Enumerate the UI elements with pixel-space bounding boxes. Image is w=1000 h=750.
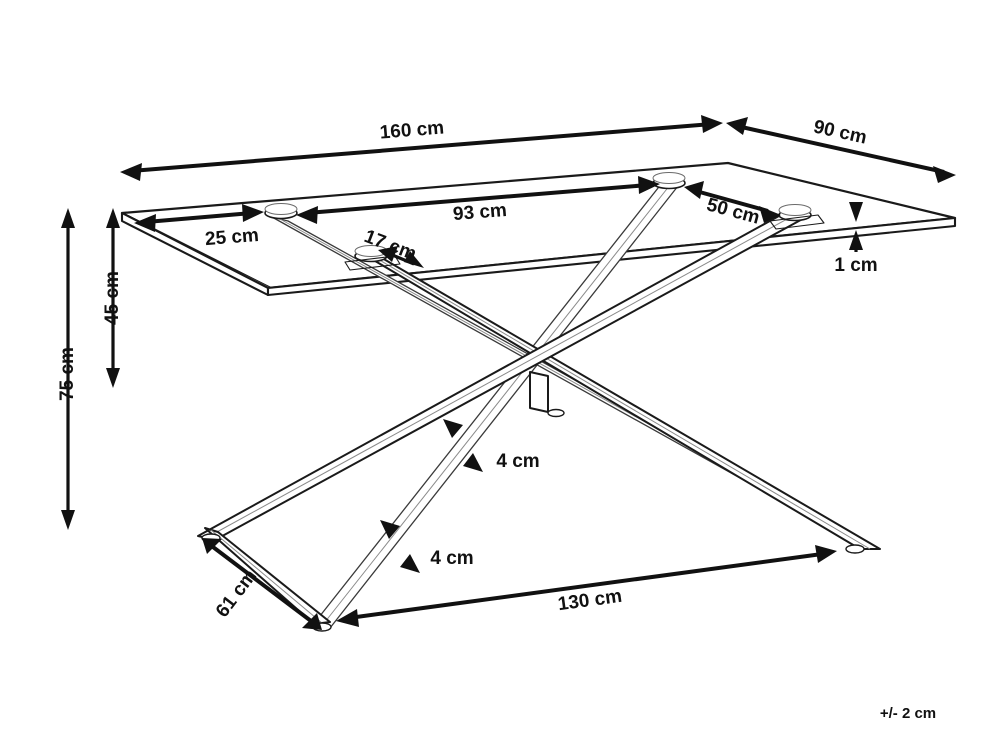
arrow-head-diag-upper	[684, 181, 704, 199]
arrow-head-upper-left	[726, 117, 748, 135]
arrow-head-short-left	[378, 246, 398, 262]
dimension-top-thickness: 1 cm	[834, 202, 878, 276]
label-top-thickness: 1 cm	[834, 255, 877, 276]
leg-crease-bottom-left	[210, 529, 323, 624]
arrow-head-75-down	[61, 510, 75, 530]
arrow-head-right	[701, 115, 723, 133]
tolerance-note: +/- 2 cm	[880, 705, 936, 722]
arrow-head-61-upper	[202, 538, 222, 554]
label-mount-span-long: 93 cm	[452, 200, 507, 225]
dimension-mount-span-long: 93 cm	[296, 176, 660, 225]
mount-plate-front-left	[344, 255, 401, 271]
arrow-head-short-right	[404, 251, 424, 268]
arrow-head-diag-lower	[759, 206, 781, 223]
label-top-length: 160 cm	[379, 117, 445, 143]
foot-pad-right	[845, 544, 865, 554]
mount-disc-front-right	[778, 204, 812, 222]
dimension-leg-width-upper: 4 cm	[443, 419, 540, 472]
foot-pad-center-rear	[547, 408, 565, 418]
arrow-head-thickness-down	[849, 202, 863, 222]
arrow-head-130-left	[336, 609, 359, 627]
leg-crease-front-1	[370, 254, 871, 550]
label-clearance-height: 45 cm	[102, 271, 123, 325]
arrow-head-span-right	[638, 176, 660, 194]
leg-bottom-rail-left	[204, 527, 331, 625]
arrow-head-4cm-lower-in	[380, 520, 400, 539]
label-leg-width-upper: 4 cm	[496, 451, 539, 472]
dimension-base-width: 61 cm	[202, 538, 322, 630]
arrow-head-45-down	[106, 368, 120, 388]
dimension-total-height: 75 cm	[57, 208, 78, 530]
dimension-leg-width-lower: 4 cm	[380, 520, 474, 573]
arrow-head-offset-left	[134, 214, 156, 232]
arrow-head-45-up	[106, 208, 120, 228]
mount-disc-rear-left	[264, 203, 298, 220]
leg-crease-back-2	[320, 184, 671, 628]
leg-crease-front-2	[205, 212, 799, 539]
arrow-head-4cm-lower-out	[400, 554, 420, 573]
arrow-head-4cm-upper-out	[463, 453, 483, 472]
dimension-mount-edge-offset: 25 cm	[134, 204, 264, 250]
arrow-head-left	[120, 163, 142, 181]
label-base-width: 61 cm	[212, 566, 261, 622]
arrow-head-4cm-upper-in	[443, 419, 463, 438]
leg-bar-front-left-to-right-foot	[359, 251, 881, 550]
table-leg-structure	[197, 172, 881, 632]
dimension-top-length: 160 cm	[120, 115, 723, 181]
dimension-clearance-height: 45 cm	[102, 208, 123, 388]
arrow-head-lower-right	[933, 166, 956, 183]
mount-disc-rear-right	[652, 172, 686, 190]
arrow-head-75-up	[61, 208, 75, 228]
leg-center-junction	[529, 371, 549, 413]
arrow-head-61-lower	[302, 613, 322, 630]
mount-plate-front-right	[769, 214, 825, 230]
arrow-head-thickness-up	[849, 230, 863, 250]
arrow-head-130-right	[815, 545, 837, 563]
dimension-top-width: 90 cm	[726, 116, 956, 183]
label-leg-width-lower: 4 cm	[430, 548, 473, 569]
label-mount-edge-offset: 25 cm	[204, 225, 259, 250]
arrow-head-span-left	[296, 206, 318, 224]
arrow-head-offset-right	[242, 204, 264, 222]
label-total-height: 75 cm	[57, 347, 78, 401]
